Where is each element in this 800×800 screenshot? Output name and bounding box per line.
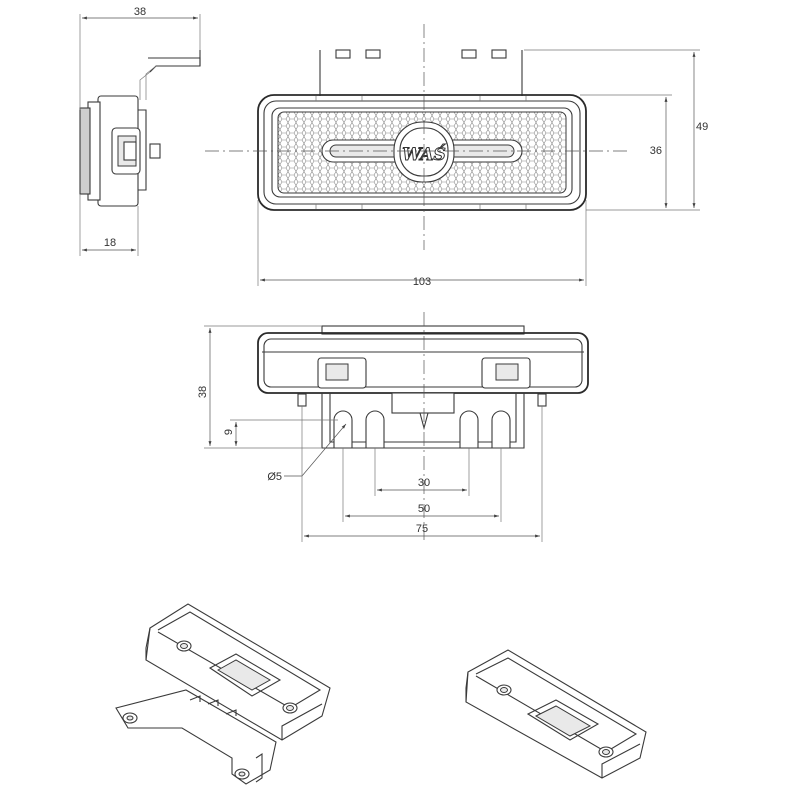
dimension-spacing-inner: 30 — [418, 477, 430, 489]
isometric-base-plate-right — [465, 649, 647, 779]
side-view: 38 18 — [79, 6, 201, 256]
dimension-spacing-outer: 75 — [416, 523, 428, 535]
isometric-base-plate-left — [145, 603, 331, 741]
dimension-bottom-offset: 9 — [223, 429, 235, 435]
bottom-view: 38 9 Ø5 30 50 75 — [197, 312, 589, 542]
front-view: WAŚ 103 49 36 — [205, 24, 708, 288]
dimension-side-depth: 18 — [104, 237, 116, 249]
dimension-bottom-height: 38 — [197, 386, 209, 398]
dimension-front-height-inner: 36 — [650, 145, 662, 157]
dimension-front-height-outer: 49 — [696, 121, 708, 133]
dimension-hole-diameter: Ø5 — [267, 471, 282, 483]
dimension-side-width: 38 — [134, 6, 146, 18]
isometric-mounting-bracket — [115, 689, 277, 785]
dimension-spacing-middle: 50 — [418, 503, 430, 515]
dimension-front-width: 103 — [413, 276, 431, 288]
